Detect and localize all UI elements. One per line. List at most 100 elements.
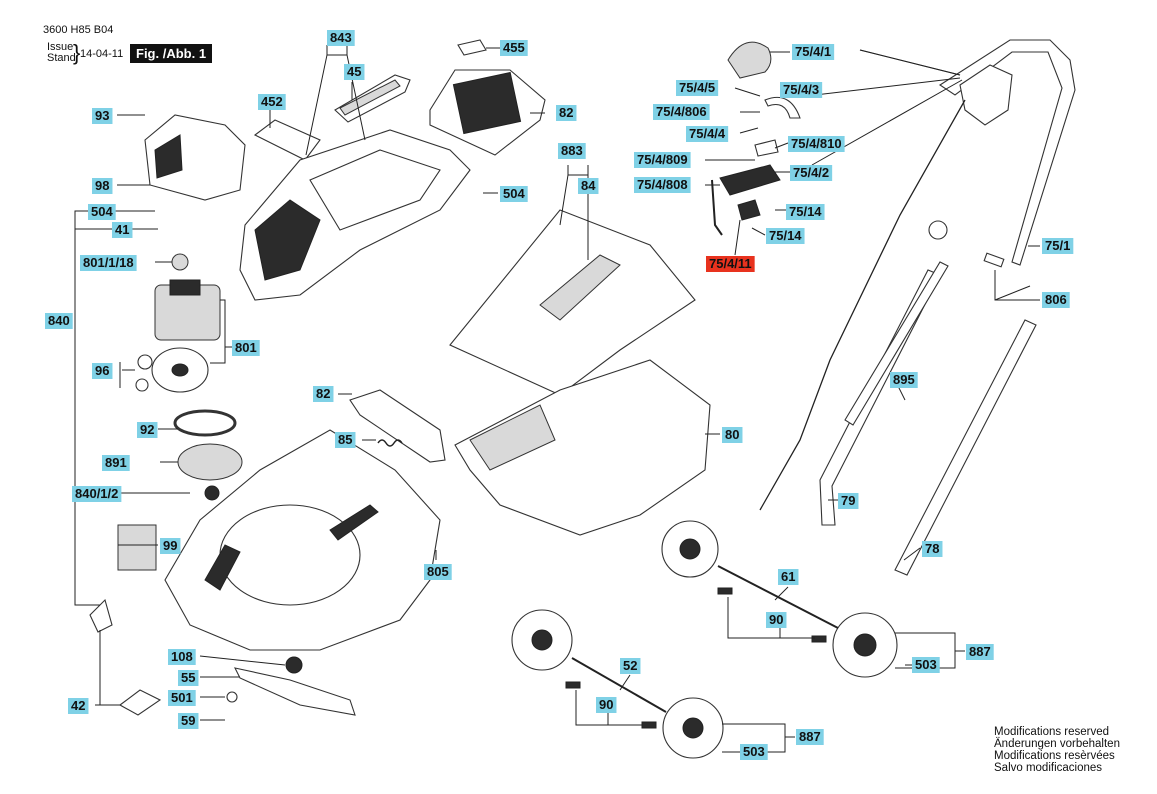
callout-box: [780, 82, 823, 98]
callout-41: 41: [112, 222, 133, 238]
callout-box: [790, 165, 833, 181]
chassis-grille: [254, 199, 321, 281]
callout-45: 45: [344, 64, 365, 80]
side-cover-part-b: [118, 689, 162, 716]
callout-label: 75/14: [789, 204, 822, 219]
callout-box: [258, 94, 286, 110]
bearing-part-a: [137, 354, 153, 370]
callout-label: 455: [503, 40, 525, 55]
switch-cap-75-4-1: [727, 41, 772, 79]
callout-box: [634, 152, 691, 168]
callout-box: [620, 658, 641, 674]
spring-90-d: [641, 721, 657, 729]
callout-42: 42: [68, 698, 89, 714]
callout-75_4_5: 75/4/5: [676, 80, 719, 96]
callout-box: [45, 313, 73, 329]
callout-label: 840/1/2: [75, 486, 118, 501]
callout-box: [102, 455, 130, 471]
callout-label: 78: [925, 541, 939, 556]
callout-label: 90: [769, 612, 783, 627]
note-line-en: Modifications reserved: [994, 726, 1110, 738]
deck-rib-row-b: [329, 504, 379, 541]
callout-93: 93: [92, 108, 113, 124]
callout-box: [578, 178, 599, 194]
callout-96: 96: [92, 363, 113, 379]
callout-843: 843: [327, 30, 355, 46]
handle-switch-housing: [959, 64, 1013, 126]
callout-883: 883: [558, 143, 586, 159]
callout-box: [92, 108, 113, 124]
callout-801: 801: [232, 340, 260, 356]
callout-box: [500, 40, 528, 56]
callout-label: 41: [115, 222, 129, 237]
wheel-front-left-hub: [531, 629, 553, 651]
wheel-rear-right-hub: [853, 633, 877, 657]
callout-label: 55: [181, 670, 195, 685]
callout-label: 75/14: [769, 228, 802, 243]
callout-52: 52: [620, 658, 641, 674]
callout-label: 75/4/808: [637, 177, 688, 192]
callout-label: 504: [91, 204, 113, 219]
callout-label: 895: [893, 372, 915, 387]
callout-75_4_3: 75/4/3: [780, 82, 823, 98]
callout-label: 75/4/810: [791, 136, 842, 151]
callout-tags: 8434545545282939850450441801/1/188408019…: [45, 30, 1074, 760]
motor-housing-vent: [154, 134, 183, 179]
callout-label: 805: [427, 564, 449, 579]
callout-label: 801: [235, 340, 257, 355]
callout-90a: 90: [766, 612, 787, 628]
callout-61: 61: [778, 569, 799, 585]
switch-housing-75-4-2: [719, 164, 781, 196]
parts-layer: [89, 39, 1076, 759]
callout-label: 75/4/11: [709, 256, 752, 271]
callout-452: 452: [258, 94, 286, 110]
wheel-front-right-hub: [682, 717, 704, 739]
callout-box: [766, 228, 805, 244]
motor-top: [169, 279, 201, 296]
callout-label: 93: [95, 108, 109, 123]
callout-98: 98: [92, 178, 113, 194]
callout-501: 501: [168, 690, 196, 706]
callout-box: [890, 372, 918, 388]
chassis-cover-opening: [309, 149, 441, 231]
note-line-es: Salvo modificaciones: [994, 762, 1103, 774]
callout-80: 80: [722, 427, 743, 443]
callout-box: [178, 713, 199, 729]
brand-badge-part: [253, 119, 321, 161]
callout-label: 75/4/809: [637, 152, 688, 167]
callout-label: 504: [503, 186, 525, 201]
callout-label: 452: [261, 94, 283, 109]
callout-box: [722, 427, 743, 443]
handle-cable: [759, 99, 966, 511]
drive-belt-part: [173, 409, 237, 437]
callout-box: [160, 538, 181, 554]
upper-handle-75-1: [938, 39, 1076, 266]
callout-label: 75/1: [1045, 238, 1070, 253]
callout-label: 84: [581, 178, 596, 193]
callout-75_4_810: 75/4/810: [788, 136, 845, 152]
callout-label: 75/4/4: [689, 126, 726, 141]
callout-box: [92, 363, 113, 379]
note-line-fr: Modifications resèrvées: [994, 750, 1115, 762]
callout-840: 840: [45, 313, 73, 329]
callout-label: 108: [171, 649, 193, 664]
spring-90-c: [565, 681, 581, 689]
figure-label: Fig. /Abb. 1: [130, 44, 213, 63]
callout-887b: 887: [796, 729, 824, 745]
fan-hub: [171, 363, 189, 377]
callout-75_4_4: 75/4/4: [686, 126, 729, 142]
washer-501: [226, 691, 238, 703]
callout-label: 843: [330, 30, 352, 45]
callout-75_14b: 75/14: [766, 228, 805, 244]
motor-mount-801-1-18: [171, 253, 189, 271]
callout-84: 84: [578, 178, 599, 194]
issue-stand-label: Issue Stand }: [47, 42, 80, 64]
callout-label: 503: [743, 744, 765, 759]
modifications-notice: Modifications reserved Änderungen vorbeh…: [994, 726, 1120, 774]
callout-label: 59: [181, 713, 195, 728]
label-455-part: [457, 39, 487, 56]
spring-90-a: [717, 587, 733, 595]
callout-503a: 503: [912, 657, 940, 673]
bearing-part-b: [135, 378, 149, 392]
